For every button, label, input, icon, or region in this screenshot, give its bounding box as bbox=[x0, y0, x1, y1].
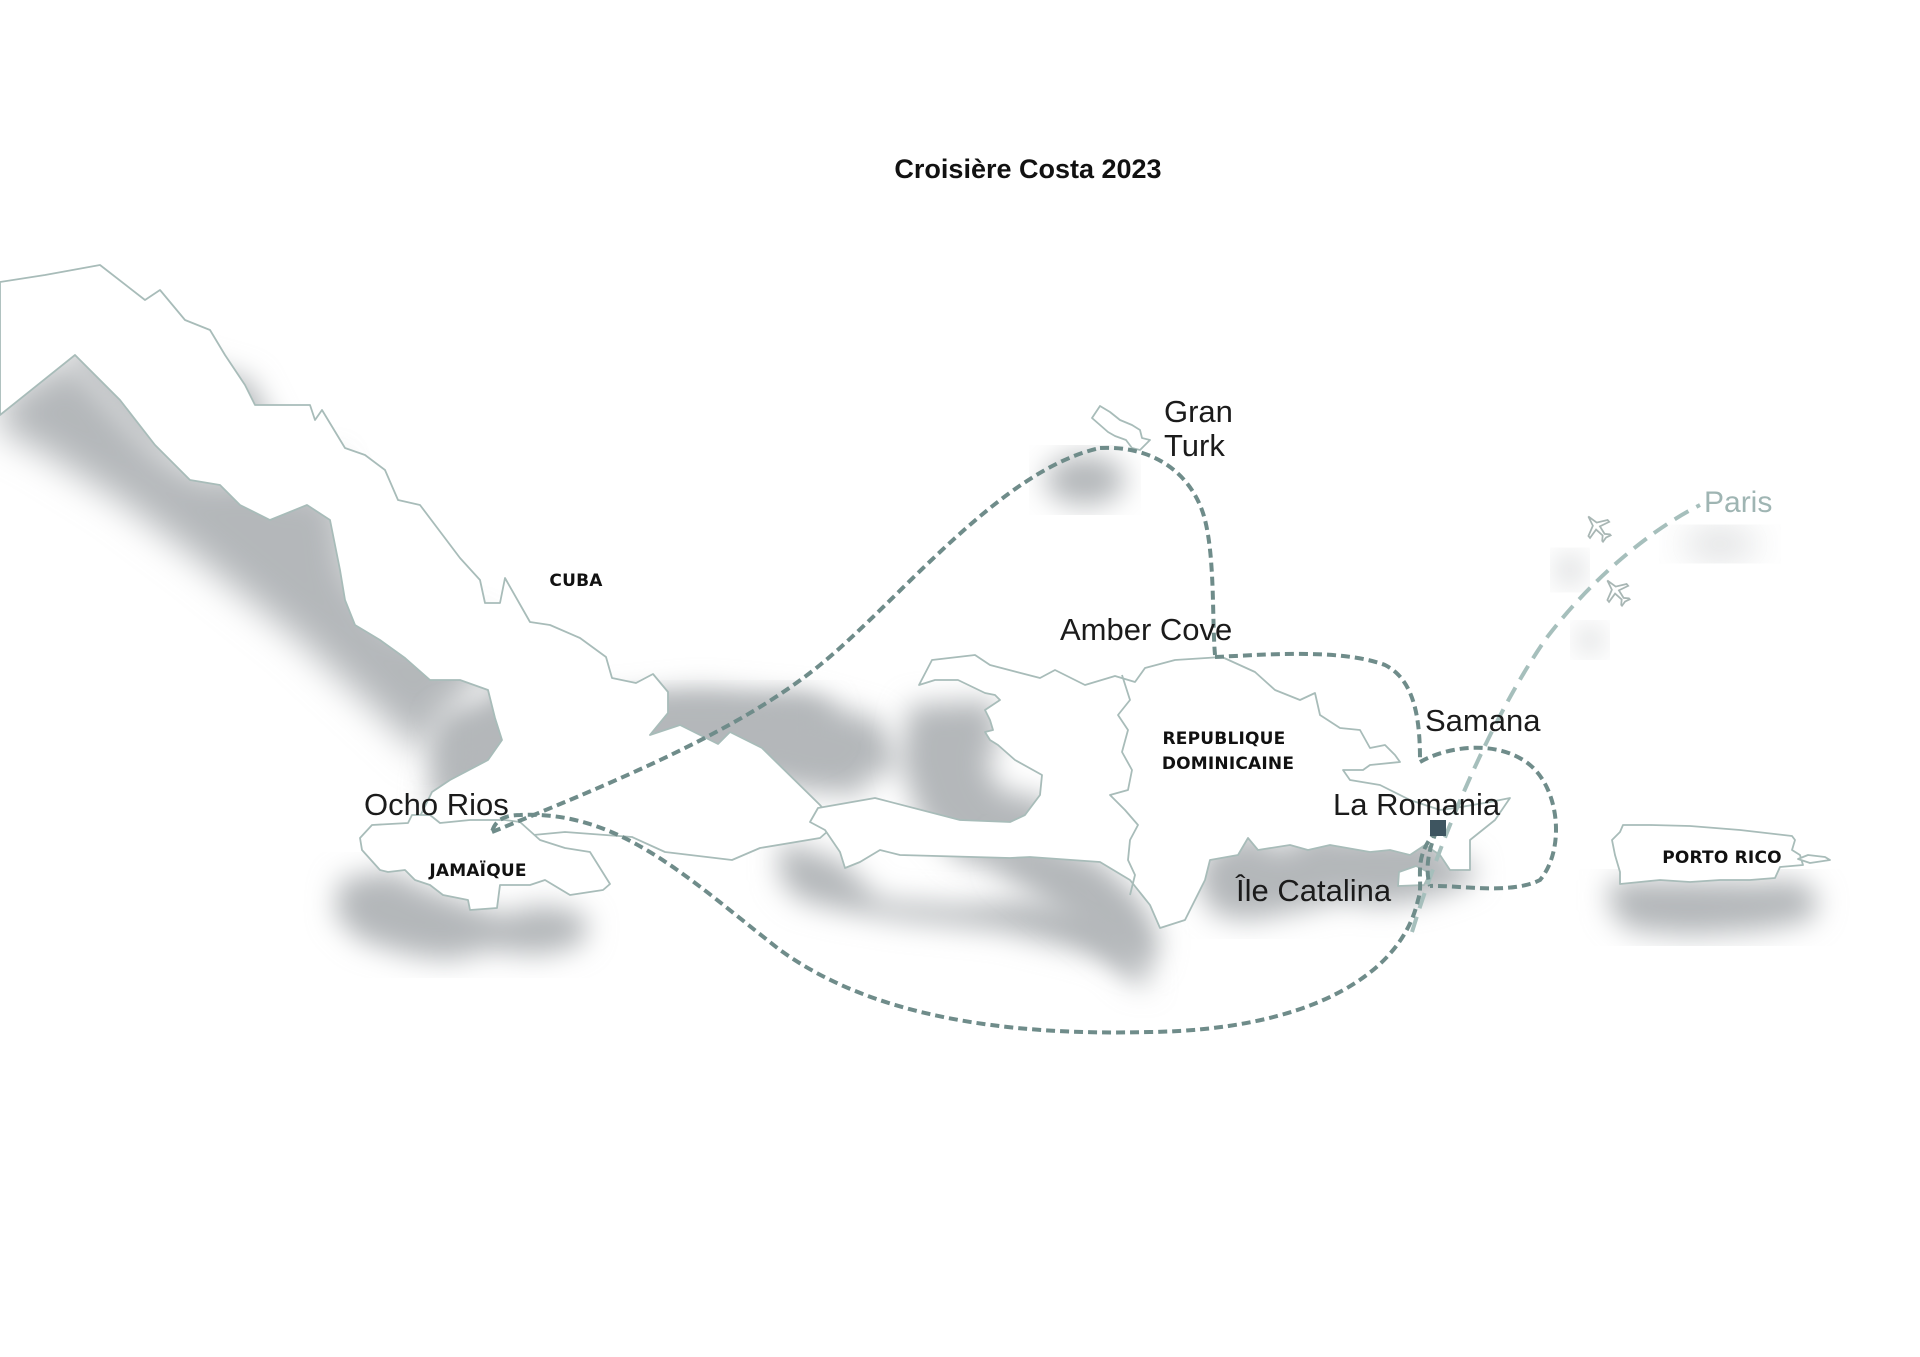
la-romania-port-marker bbox=[1430, 820, 1446, 836]
paris-label: Paris bbox=[1704, 486, 1772, 519]
country-label-dominican-republic-line1: REPUBLIQUE bbox=[1163, 729, 1286, 749]
port-label-ocho-rios: Ocho Rios bbox=[364, 787, 509, 822]
land-masses bbox=[0, 264, 1831, 929]
jamaica-landmass bbox=[359, 814, 611, 911]
country-label-puerto-rico: PORTO RICO bbox=[1662, 848, 1782, 868]
port-label-ile-catalina: Île Catalina bbox=[1235, 873, 1392, 908]
port-label-samana: Samana bbox=[1425, 703, 1541, 738]
puerto-rico-landmass bbox=[1611, 824, 1804, 885]
port-label-gran-turk-line1: Gran bbox=[1164, 394, 1233, 429]
country-label-cuba: CUBA bbox=[549, 571, 603, 591]
country-label-dominican-republic-line2: DOMINICAINE bbox=[1162, 754, 1294, 774]
country-label-jamaica: JAMAÏQUE bbox=[428, 859, 526, 881]
port-label-gran-turk-line2: Turk bbox=[1164, 428, 1225, 463]
port-label-la-romania: La Romania bbox=[1333, 787, 1501, 822]
vieques-landmass bbox=[1797, 854, 1831, 864]
airplane-icon bbox=[1606, 579, 1632, 608]
grand-turk-landmass bbox=[1091, 405, 1151, 451]
map-title: Croisière Costa 2023 bbox=[894, 154, 1161, 184]
hispaniola-landmass bbox=[809, 654, 1511, 929]
port-label-amber-cove: Amber Cove bbox=[1060, 612, 1232, 647]
flight-path: Paris bbox=[1410, 486, 1772, 933]
haiti-dr-border bbox=[1109, 674, 1139, 896]
airplane-icon bbox=[1587, 515, 1613, 544]
cuba-landmass bbox=[0, 264, 837, 861]
